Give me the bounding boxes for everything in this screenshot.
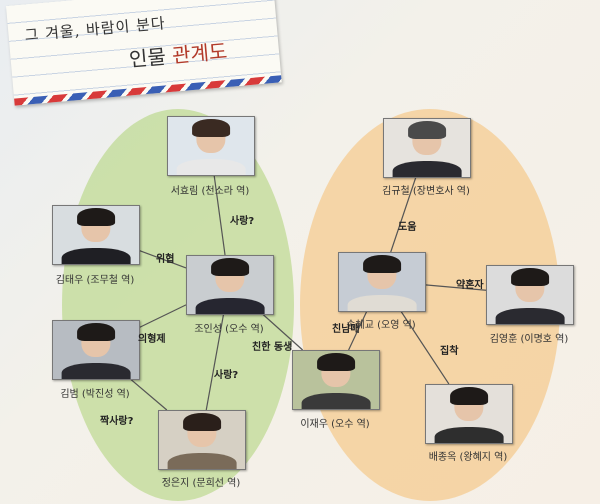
drama-title: 그 겨울, 바람이 분다 [23, 14, 167, 45]
portrait-body [61, 247, 131, 264]
name-kimyoungmin: 김영훈 (이명호 역) [489, 334, 569, 345]
relation-line-songhyekyo-baejongok [399, 309, 450, 385]
relation-line-joinsung-leejaewoo [260, 312, 304, 351]
portrait-hair [183, 413, 221, 431]
relation-line-songhyekyo-kimkyuchul [390, 175, 417, 253]
relation-label-songhyekyo-kimkyuchul: 도움 [398, 222, 417, 233]
relation-line-joinsung-kimbum [137, 304, 187, 329]
portrait-body [61, 362, 131, 379]
relation-line-songhyekyo-kimyoungmin [423, 284, 487, 291]
name-kimtaewoo: 김태우 (조무철 역) [55, 275, 135, 286]
portrait-hair [77, 323, 115, 341]
relation-line-joinsung-jungeunji [205, 312, 225, 411]
relation-label-joinsung-kimbum: 의형제 [138, 334, 166, 345]
photo-kimkyuchul [383, 118, 471, 178]
photo-joinsung [186, 255, 274, 315]
portrait-hair [511, 268, 549, 286]
relation-label-joinsung-leejaewoo: 친한 동생 [252, 342, 293, 353]
photo-baejongok [425, 384, 513, 444]
portrait-body [167, 452, 237, 469]
name-jungeunji: 정은지 (문희선 역) [161, 478, 241, 489]
portrait-body [434, 426, 504, 443]
relation-line-joinsung-kimtaewoo [137, 249, 187, 269]
photo-kimyoungmin [486, 265, 574, 325]
diagram-title-accent: 관계도 [171, 38, 229, 68]
relation-label-songhyekyo-kimyoungmin: 약혼자 [456, 280, 484, 291]
relation-label-kimbum-jungeunji: 짝사랑? [100, 416, 134, 427]
relation-label-songhyekyo-baejongok: 집착 [440, 346, 459, 357]
relation-line-joinsung-seohyorim [213, 173, 226, 256]
diagram-title-prefix: 인물 [128, 43, 174, 72]
portrait-body [347, 294, 417, 311]
portrait-body [195, 297, 265, 314]
portrait-hair [317, 353, 355, 371]
name-joinsung: 조인성 (오수 역) [194, 324, 264, 335]
portrait-hair [363, 255, 401, 273]
portrait-body [495, 307, 565, 324]
relation-label-joinsung-kimtaewoo: 위협 [156, 254, 175, 265]
relation-line-songhyekyo-leejaewoo [348, 309, 368, 351]
portrait-hair [211, 258, 249, 276]
portrait-body [392, 160, 462, 177]
name-leejaewoo: 이재우 (오수 역) [300, 419, 370, 430]
relation-label-joinsung-jungeunji: 사랑? [214, 370, 239, 381]
diagram-title: 인물 관계도 [128, 35, 229, 72]
photo-kimtaewoo [52, 205, 140, 265]
relation-label-joinsung-seohyorim: 사랑? [230, 216, 255, 227]
name-baejongok: 배종옥 (왕혜지 역) [428, 452, 508, 463]
name-kimbum: 김범 (박진성 역) [60, 389, 130, 400]
name-songhyekyo: 송혜교 (오영 역) [346, 320, 416, 331]
photo-seohyorim [167, 116, 255, 176]
photo-kimbum [52, 320, 140, 380]
portrait-hair [77, 208, 115, 226]
photo-jungeunji [158, 410, 246, 470]
portrait-hair [192, 119, 230, 137]
portrait-hair [408, 121, 446, 139]
relation-label-songhyekyo-leejaewoo: 친남매 [332, 324, 360, 335]
portrait-hair [450, 387, 488, 405]
photo-leejaewoo [292, 350, 380, 410]
portrait-body [301, 392, 371, 409]
relation-lines [128, 173, 487, 411]
portrait-body [176, 158, 246, 175]
relation-line-kimbum-jungeunji [128, 377, 168, 411]
name-seohyorim: 서효림 (천소라 역) [170, 186, 250, 197]
photo-songhyekyo [338, 252, 426, 312]
name-kimkyuchul: 김규철 (장변호사 역) [382, 186, 470, 197]
